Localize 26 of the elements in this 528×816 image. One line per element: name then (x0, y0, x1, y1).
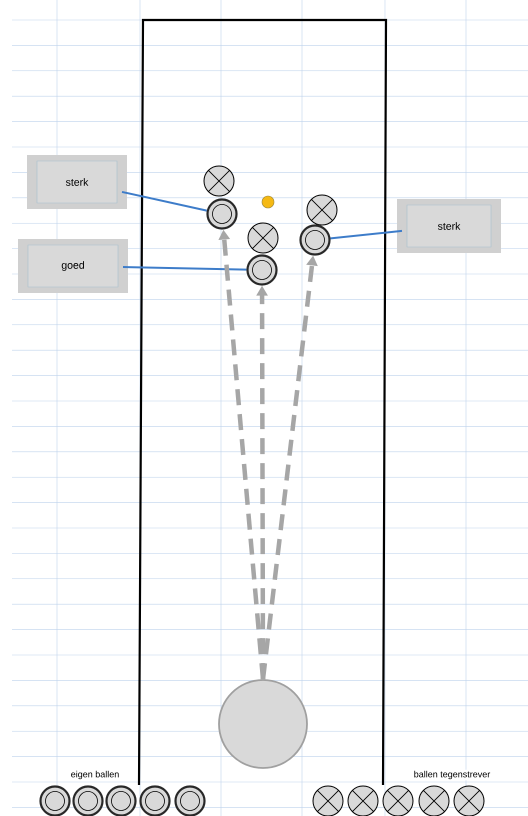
jack-ball (262, 196, 274, 208)
leader-line (122, 190, 207, 212)
ball (299, 224, 331, 256)
ball (174, 785, 206, 816)
ball (105, 785, 137, 816)
opponent-ball (418, 786, 450, 816)
throwing-circle (218, 679, 308, 769)
ball (72, 785, 104, 816)
label-box: sterk (27, 155, 127, 209)
opponent-ball (382, 786, 414, 816)
opponent-ball (312, 786, 344, 816)
area-label: eigen ballen (70, 770, 120, 780)
ball (39, 785, 71, 816)
opponent-ball (204, 166, 234, 196)
area-label: ballen tegenstrever (412, 770, 492, 780)
opponent-ball (306, 194, 338, 226)
ball (246, 254, 278, 286)
opponent-ball (454, 786, 484, 816)
label-box: sterk (397, 199, 501, 253)
ball (139, 785, 171, 816)
opponent-ball (348, 786, 378, 816)
opponent-ball (248, 222, 278, 254)
label-box: goed (18, 239, 128, 293)
ball (206, 198, 238, 230)
leader-line (122, 266, 246, 271)
leader-line (330, 230, 402, 240)
